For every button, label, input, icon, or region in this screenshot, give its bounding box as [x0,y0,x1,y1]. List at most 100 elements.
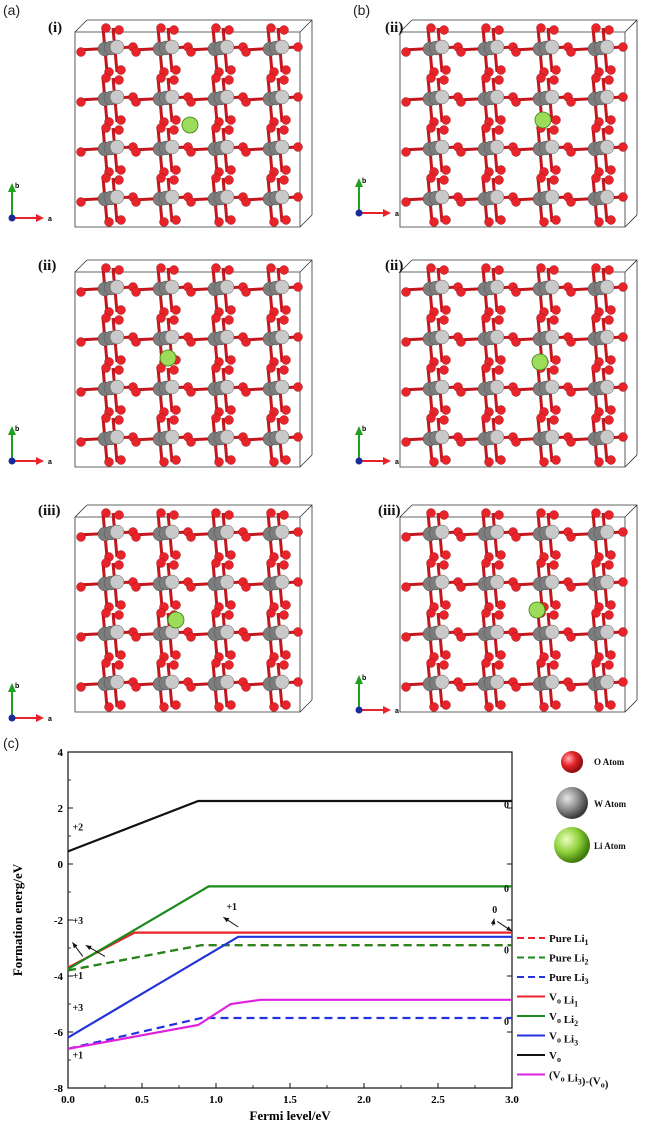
x-tick-label: 3.0 [505,1094,519,1106]
series-line-2 [67,944,512,972]
charge-state-label: +1 [72,1051,83,1062]
y-tick-label: 2 [58,803,64,815]
structure-label: (iii) [38,503,61,519]
y-tick-label: 4 [58,747,64,759]
axis-b-label: b [362,178,366,185]
atom-legend: O Atom W Atom Li Atom [550,745,658,865]
lattice [401,23,628,227]
axis-b-label: b [15,683,19,690]
crystal-structure-1 [74,19,313,228]
x-tick-label: 1.5 [283,1094,297,1106]
lithium-atom [531,353,549,371]
y-tick-label: -6 [54,1027,64,1039]
crystal-structure-2 [399,19,638,228]
charge-state-label: 0 [504,884,509,895]
panel-c-label: (c) [3,735,20,751]
axis-triad-icon: ba [8,426,52,466]
axis-triad-icon: ba [355,178,399,218]
crystal-structure-4 [399,259,638,468]
atom-legend-label: W Atom [594,799,627,809]
series-line-7 [67,799,512,853]
lithium-atom [167,611,185,629]
structure-label: (ii) [385,258,404,274]
lattice [401,263,628,467]
lattice [76,263,303,467]
series-line-6 [67,935,512,1039]
annotation-arrow-head [490,918,496,925]
crystal-structure-3 [74,259,313,468]
structure-label: (i) [48,20,63,36]
atom-legend-tungsten: W Atom [550,785,658,821]
axis-triad-icon: ba [355,675,399,715]
lithium-atom-icon [554,827,590,863]
charge-state-label: 0 [492,905,497,916]
tungsten-atom-icon [556,787,588,819]
atom-legend-label: O Atom [594,757,625,767]
x-axis-label: Fermi level/eV [249,1108,331,1123]
axis-a-label: a [395,708,399,715]
x-tick-label: 1.0 [209,1094,223,1106]
y-axis-label: Formation energ/eV [10,863,25,976]
annotation-arrow-head [72,942,78,949]
legend-entry: (Vo Li3)-(Vo) [549,1070,609,1091]
panel-a-label: (a) [3,2,21,18]
annotation-arrow-head [223,917,230,923]
axis-b-label: b [362,426,366,433]
structure-label: (ii) [385,20,404,36]
axis-triad-icon: ba [8,183,52,223]
unit-cell-box [74,259,313,468]
charge-state-label: +3 [72,1003,83,1014]
lattice [76,23,303,227]
charge-state-label: +2 [72,822,83,833]
axis-a-label: a [48,716,52,723]
charge-state-label: +3 [72,916,83,927]
y-tick-label: -4 [54,971,64,983]
legend-entry: Pure Li3 [549,972,589,986]
unit-cell-box [74,19,313,228]
crystal-structure-5 [74,504,313,713]
y-tick-label: -2 [54,915,64,927]
series-line-3 [67,1016,512,1050]
axis-a-label: a [395,211,399,218]
lithium-atom [528,601,546,619]
axis-a-label: a [395,459,399,466]
annotation-arrow-head [85,945,92,950]
atom-legend-label: Li Atom [594,841,626,851]
series-line-8 [67,998,512,1050]
structure-label: (ii) [38,258,57,274]
charge-state-label: +1 [226,902,237,913]
axis-b-label: b [15,426,19,433]
x-tick-label: 0.0 [61,1094,75,1106]
y-tick-label: 0 [58,859,64,871]
charge-state-label: +1 [72,971,83,982]
charge-state-label: 0 [504,1017,509,1028]
axis-a-label: a [48,459,52,466]
annotation-arrow-head [506,926,512,932]
oxygen-atom-icon [561,751,583,773]
lithium-atom [534,111,552,129]
axis-a-label: a [48,216,52,223]
x-tick-label: 2.5 [431,1094,445,1106]
legend-entry: Vo [549,1050,561,1064]
x-tick-label: 2.0 [357,1094,371,1106]
unit-cell-box [74,504,313,713]
y-tick-label: -8 [54,1083,64,1095]
crystal-structure-6 [399,504,638,713]
legend-entry: Vo Li1 [549,992,578,1009]
axis-b-label: b [15,183,19,190]
legend-entry: Pure Li2 [549,953,589,967]
legend-entry: Vo Li3 [549,1031,578,1048]
atom-legend-lithium: Li Atom [550,825,658,863]
series-line-5 [67,885,512,970]
lattice [76,508,303,712]
charge-state-label: 0 [504,946,509,957]
legend-entry: Vo Li2 [549,1011,578,1028]
x-tick-label: 0.5 [135,1094,149,1106]
charge-state-label: 0 [504,800,509,811]
lithium-atom [159,349,177,367]
structure-label: (iii) [378,503,401,519]
axis-triad-icon: ba [355,426,399,466]
panel-b-label: (b) [353,2,371,18]
lithium-atom [181,116,199,134]
